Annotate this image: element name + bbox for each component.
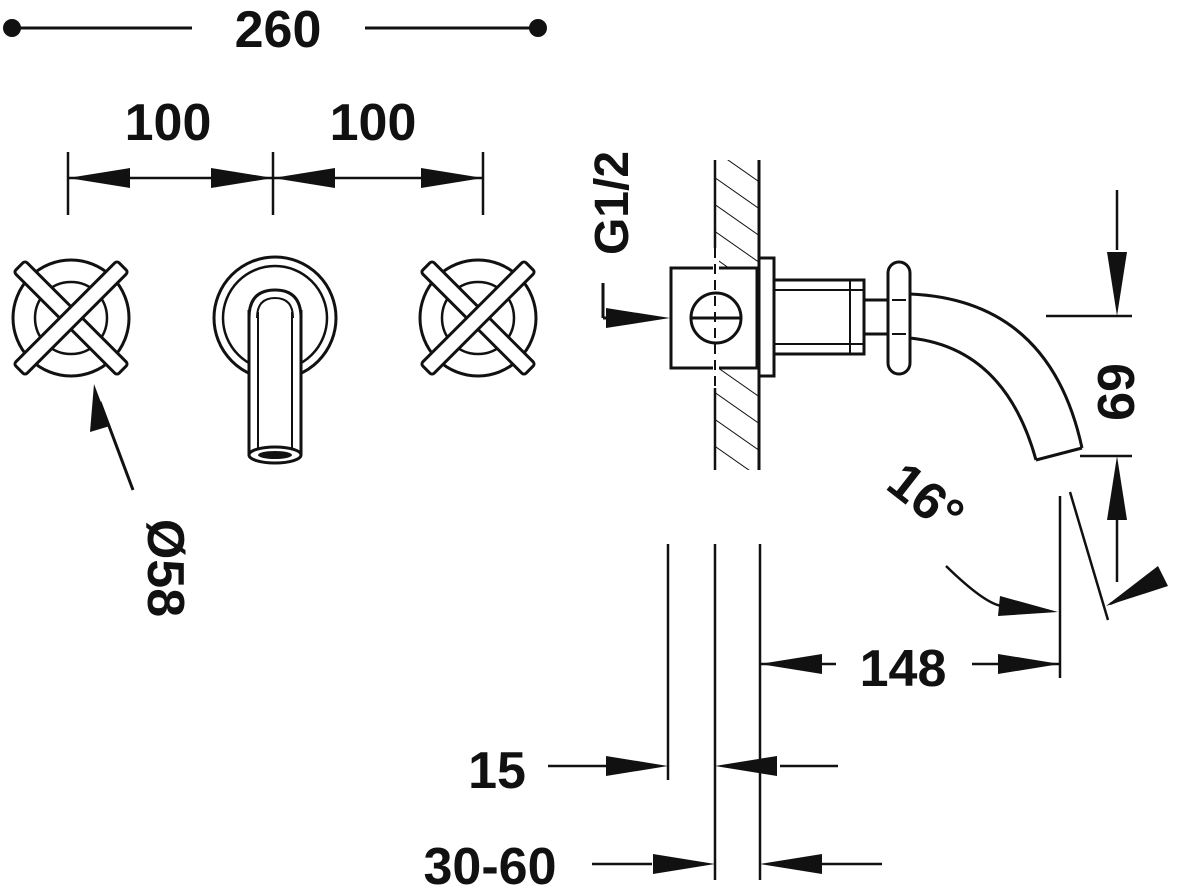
dimension-label-100-right: 100 [330, 94, 417, 152]
right-cross-handle [418, 258, 538, 378]
dimension-total-width: 260 [3, 1, 547, 59]
dimension-label-angle: 16° [877, 452, 975, 546]
dimension-spout-height: 69 [1046, 190, 1144, 582]
side-valve-body [757, 256, 912, 378]
dimension-plate-thickness: 15 [468, 742, 838, 800]
front-spout [212, 255, 338, 465]
dimension-wall-range: 30-60 [424, 838, 882, 894]
dimension-label-30-60: 30-60 [424, 838, 557, 894]
dimension-label-260: 260 [235, 1, 322, 59]
dimension-thread-callout: G1/2 [586, 151, 670, 328]
dimension-label-100-left: 100 [125, 94, 212, 152]
wall-section [669, 160, 761, 470]
dimension-label-148: 148 [860, 640, 947, 698]
dimension-spout-projection: 148 [666, 544, 1060, 880]
side-spout [909, 292, 1084, 462]
dimension-label-69: 69 [1086, 363, 1144, 421]
dimension-label-thread: G1/2 [586, 151, 639, 255]
dimension-label-diameter: Ø58 [136, 519, 194, 617]
dimension-handle-spacing: 100 100 [66, 94, 485, 215]
dimension-handle-diameter: Ø58 [90, 384, 194, 617]
left-cross-handle [11, 258, 131, 378]
dimension-label-15: 15 [468, 742, 526, 800]
